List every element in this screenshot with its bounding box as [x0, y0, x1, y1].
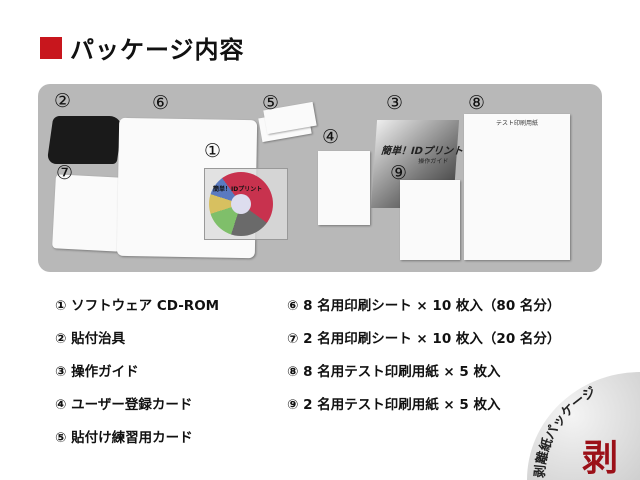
list-item: ② 貼付治具	[55, 331, 126, 347]
cd-rom: 簡単！IDプリント	[209, 172, 273, 236]
label-2: ②	[54, 90, 72, 112]
contents-list-left: ① ソフトウェア CD-ROM ② 貼付治具 ③ 操作ガイド ④ ユーザー登録カ…	[55, 296, 219, 461]
badge-text: 剥離紙パッケージ 剥	[533, 385, 618, 479]
test-sheet-title: テスト印刷用紙	[495, 120, 538, 127]
list-item: ① ソフトウェア CD-ROM	[55, 298, 220, 314]
guide-subtitle: 操作ガイド	[417, 158, 449, 165]
list-item: ⑥ 8 名用印刷シート × 10 枚入（80 名分）	[287, 298, 561, 314]
test-sheet-8-person: テスト印刷用紙	[464, 114, 570, 260]
label-3: ③	[386, 92, 404, 114]
label-4: ④	[322, 126, 340, 148]
list-item: ④ ユーザー登録カード	[55, 397, 193, 413]
cd-label: 簡単！IDプリント	[213, 186, 263, 193]
guide-title: 簡単！IDプリント	[380, 146, 464, 157]
list-item: ⑧ 8 名用テスト印刷用紙 × 5 枚入	[287, 364, 501, 380]
contents-list-right: ⑥ 8 名用印刷シート × 10 枚入（80 名分） ⑦ 2 名用印刷シート ×…	[287, 296, 560, 428]
title-marker	[40, 36, 62, 59]
list-item: ⑦ 2 名用印刷シート × 10 枚入（20 名分）	[287, 331, 561, 347]
label-6: ⑥	[152, 92, 170, 114]
label-7: ⑦	[56, 162, 74, 184]
title-text: パッケージ内容	[70, 36, 245, 64]
test-sheet-2-person	[400, 180, 460, 260]
label-9: ⑨	[390, 162, 408, 184]
label-8: ⑧	[468, 92, 486, 114]
badge-glyph: 剥	[582, 438, 618, 479]
list-item: ③ 操作ガイド	[55, 364, 139, 380]
cd-hub	[231, 194, 251, 214]
package-photo: 簡単！IDプリント 簡単！IDプリント 操作ガイド テスト印刷用紙 ② ⑥ ⑤ …	[38, 84, 602, 272]
sheet-2-person	[52, 174, 124, 252]
list-item: ⑤ 貼付け練習用カード	[55, 430, 193, 446]
label-1: ①	[204, 140, 222, 162]
page-title: パッケージ内容	[40, 30, 245, 65]
jig-item	[46, 116, 124, 164]
label-5: ⑤	[262, 92, 280, 114]
registration-card	[318, 151, 370, 225]
list-item: ⑨ 2 名用テスト印刷用紙 × 5 枚入	[287, 397, 501, 413]
